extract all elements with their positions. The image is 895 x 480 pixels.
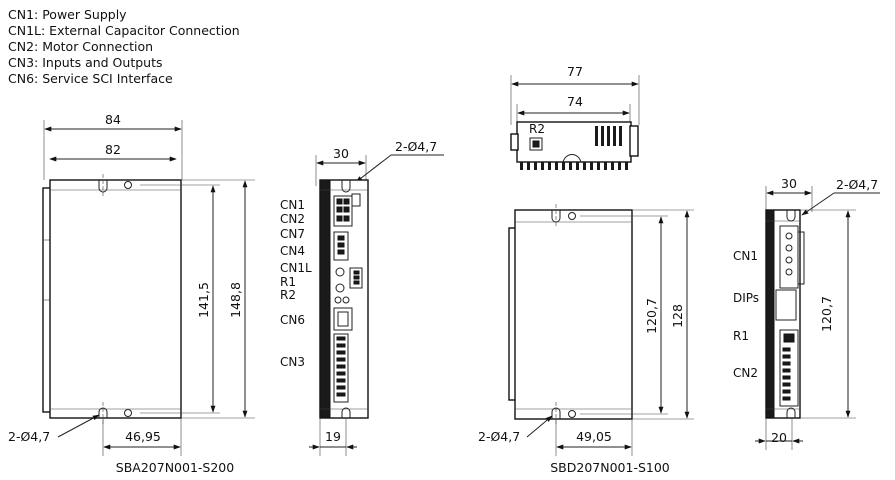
sbd-side-view: 30 2-Ø4,7 CN1 DIPs R1 CN2 — [733, 176, 880, 450]
sbd-height-holes: 120,7 — [644, 298, 659, 334]
sbd-side-depth: 20 — [771, 430, 787, 445]
sba-width-outer: 84 — [105, 112, 121, 127]
sba-label-cn2: CN2 — [280, 212, 305, 226]
sba-label-cn4: CN4 — [280, 244, 305, 258]
sbd-r2-label: R2 — [529, 122, 545, 136]
sbd-side-height: 120,7 — [819, 296, 834, 332]
sba-label-cn7: CN7 — [280, 227, 305, 241]
sbd-label-dips: DIPs — [733, 291, 759, 305]
sba-label-cn6: CN6 — [280, 313, 305, 327]
sba-height-total: 148,8 — [228, 282, 243, 318]
sba-label-cn3: CN3 — [280, 355, 305, 369]
sbd-front-view: 120,7 128 49,05 2-Ø4,7 SBD207N001-S100 — [478, 204, 694, 475]
legend-item-cn3: CN3: Inputs and Outputs — [8, 55, 163, 70]
sba-side-view: 30 2-Ø4,7 — [280, 139, 444, 456]
sbd-label-cn2: CN2 — [733, 366, 758, 380]
sbd-side-width: 30 — [781, 176, 797, 191]
sba-label-cn1: CN1 — [280, 198, 305, 212]
sba-label-r2: R2 — [280, 288, 296, 302]
sba-label-cn1l: CN1L — [280, 261, 312, 275]
sba-side-holes-callout: 2-Ø4,7 — [395, 139, 437, 154]
sba-side-width: 30 — [333, 146, 349, 161]
sba-height-holes: 141,5 — [196, 282, 211, 318]
sba-hole-offset: 46,95 — [125, 429, 161, 444]
sba-width-inner: 82 — [105, 142, 121, 157]
sbd-label-r1: R1 — [733, 329, 749, 343]
sbd-side-holes-callout: 2-Ø4,7 — [836, 177, 878, 192]
sbd-top-view: 77 74 R2 — [510, 64, 640, 170]
sbd-model-name: SBD207N001-S100 — [550, 460, 670, 475]
sba-holes-callout: 2-Ø4,7 — [8, 429, 50, 444]
sba-side-depth: 19 — [325, 429, 341, 444]
sbd-holes-callout: 2-Ø4,7 — [478, 429, 520, 444]
legend-item-cn2: CN2: Motor Connection — [8, 39, 153, 54]
sbd-label-cn1: CN1 — [733, 249, 758, 263]
legend-item-cn1: CN1: Power Supply — [8, 7, 127, 22]
sbd-height-total: 128 — [670, 304, 685, 328]
legend-item-cn6: CN6: Service SCI Interface — [8, 71, 173, 86]
sbd-width-inner: 74 — [567, 94, 583, 109]
legend-item-cn1l: CN1L: External Capacitor Connection — [8, 23, 240, 38]
sba-label-r1: R1 — [280, 275, 296, 289]
sbd-hole-offset: 49,05 — [576, 429, 612, 444]
sba-front-view: 84 82 141,5 148,8 46,95 2-Ø4,7 — [8, 112, 255, 475]
sba-model-name: SBA207N001-S200 — [116, 460, 234, 475]
sbd-width-outer: 77 — [567, 64, 583, 79]
legend: CN1: Power Supply CN1L: External Capacit… — [8, 7, 240, 86]
